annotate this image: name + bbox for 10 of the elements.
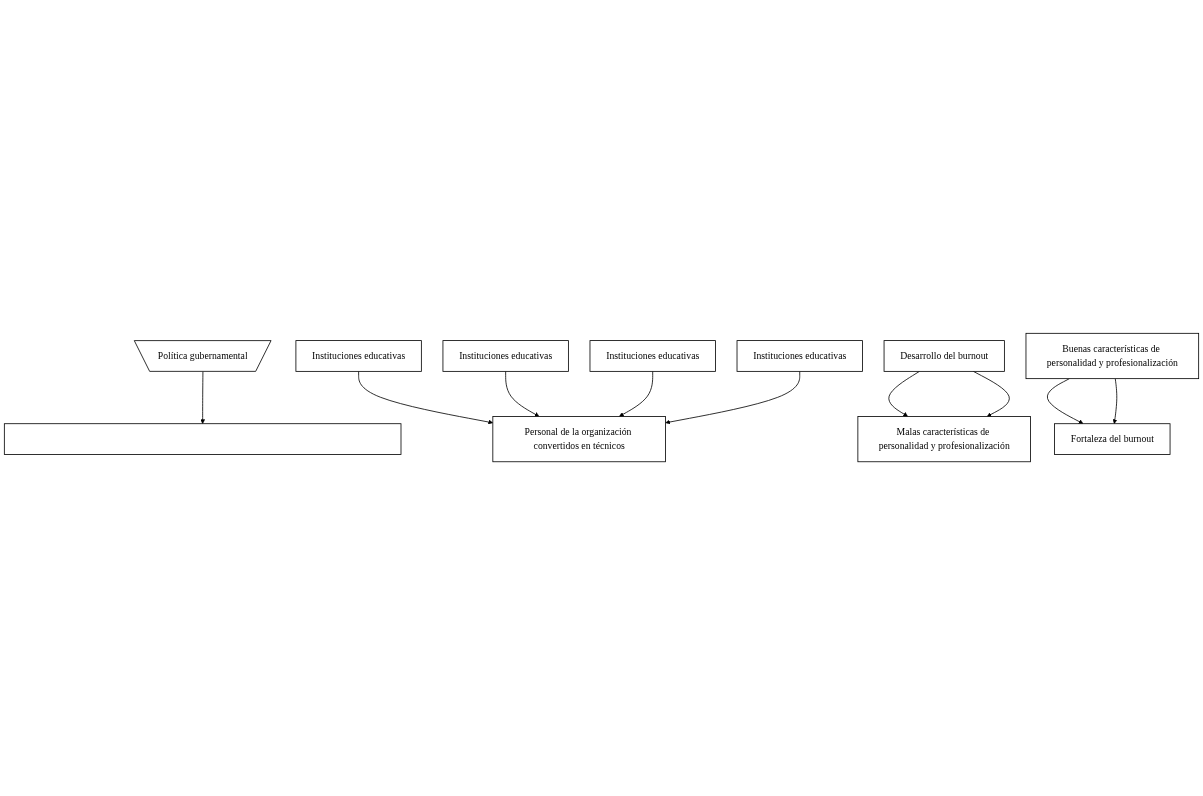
- node-box: Instituciones educativas: [736, 340, 863, 373]
- node-box: Instituciones educativas: [295, 340, 422, 373]
- node-box: Desarrollo del burnout: [883, 340, 1005, 373]
- node-box: Fortaleza del burnout: [1054, 423, 1171, 456]
- node-box: Malas características de personalidad y profesionalización: [857, 416, 1031, 463]
- node-box: Buenas características de personalidad y profesionalización: [1025, 333, 1200, 380]
- node-bar: [3, 423, 402, 456]
- node-box: Instituciones educativas: [589, 340, 716, 373]
- node-box: Personal de la organización convertidos en técnicos: [492, 416, 666, 463]
- node-box: Instituciones educativas: [442, 340, 569, 373]
